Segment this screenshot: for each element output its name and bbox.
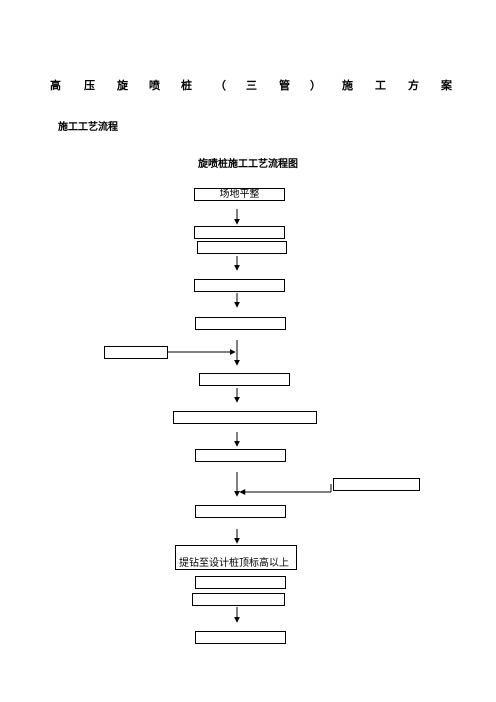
- flow-step: [197, 241, 287, 254]
- flow-step: [194, 226, 285, 239]
- title-char: ）: [310, 79, 321, 92]
- flow-side-input: [104, 346, 168, 359]
- title-char: （: [215, 79, 226, 92]
- title-char: 案: [441, 79, 452, 92]
- title-char: 三: [246, 79, 257, 92]
- flow-step: [195, 576, 286, 589]
- title-char: 桩: [181, 79, 192, 92]
- title-char: 工: [375, 79, 386, 92]
- title-char: 喷: [149, 79, 160, 92]
- flow-step-site-leveling: 场地平整: [194, 188, 285, 201]
- title-char: 旋: [117, 79, 128, 92]
- flow-step-lift-to-pile-top: 提钻至设计桩顶标高以上: [175, 545, 297, 570]
- title-char: 管: [279, 79, 290, 92]
- flow-side-input: [333, 478, 420, 491]
- title-char: 施: [342, 79, 353, 92]
- title-char: 压: [84, 79, 95, 92]
- document-title: 高 压 旋 喷 桩 （ 三 管 ） 施 工 方 案: [40, 77, 460, 93]
- flow-step: [195, 505, 286, 518]
- flow-step: [195, 317, 286, 330]
- flow-step: [195, 631, 286, 644]
- section-heading: 施工工艺流程: [58, 122, 118, 133]
- title-char: 方: [408, 79, 419, 92]
- title-char: 高: [50, 79, 61, 92]
- flowchart-title: 旋喷桩施工工艺流程图: [198, 159, 298, 170]
- flow-step: [195, 449, 286, 462]
- flow-step: [199, 373, 290, 386]
- flow-step: [192, 593, 285, 606]
- flow-step: [173, 411, 317, 424]
- flow-step: [194, 279, 285, 292]
